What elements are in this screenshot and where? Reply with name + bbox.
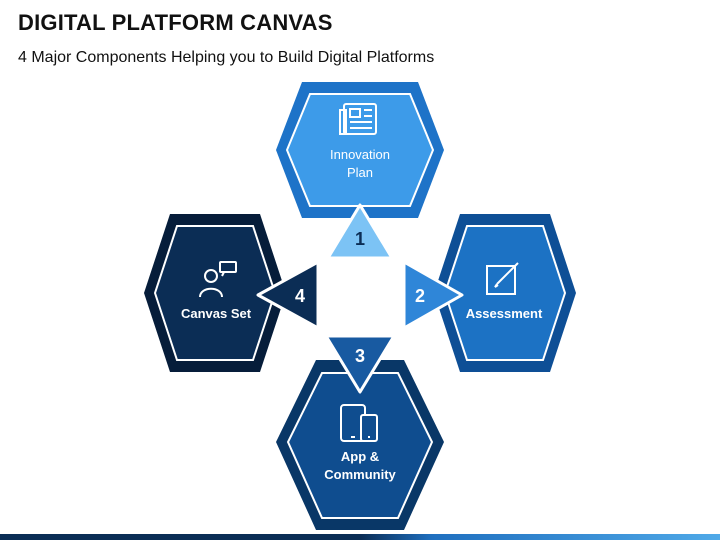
label-canvas-set: Canvas Set: [181, 306, 252, 321]
user-chat-icon: [199, 261, 237, 298]
number-2: 2: [415, 286, 425, 306]
label-assessment: Assessment: [466, 306, 543, 321]
hexagon-inner-4: [153, 225, 277, 361]
number-1: 1: [355, 229, 365, 249]
label-app-community-line1: App &: [341, 449, 379, 464]
triangle-badge-2: [402, 260, 464, 330]
hexagon-inner-3: [286, 372, 434, 519]
component-innovation-plan: 1 Innovation Plan: [276, 82, 444, 260]
hexagon-inner-1: [285, 93, 435, 207]
component-canvas-set: 4 Canvas Set: [144, 214, 320, 372]
label-innovation-plan-line1: Innovation: [330, 147, 390, 162]
label-app-community-line2: Community: [324, 467, 396, 482]
devices-icon: [340, 404, 378, 442]
edit-icon: [486, 262, 519, 295]
label-innovation-plan-line2: Plan: [347, 165, 373, 180]
page-title: DIGITAL PLATFORM CANVAS: [18, 10, 333, 35]
footer-accent-bar: [0, 534, 720, 540]
component-assessment: 2 Assessment: [402, 214, 576, 372]
triangle-badge-4: [256, 260, 320, 330]
number-4: 4: [295, 286, 305, 306]
component-app-community: 3 App & Community: [276, 334, 444, 530]
page-subtitle: 4 Major Components Helping you to Build …: [18, 49, 435, 66]
triangle-badge-1: [326, 203, 394, 260]
document-icon: [339, 103, 377, 135]
number-3: 3: [355, 346, 365, 366]
triangle-badge-3: [324, 334, 396, 394]
